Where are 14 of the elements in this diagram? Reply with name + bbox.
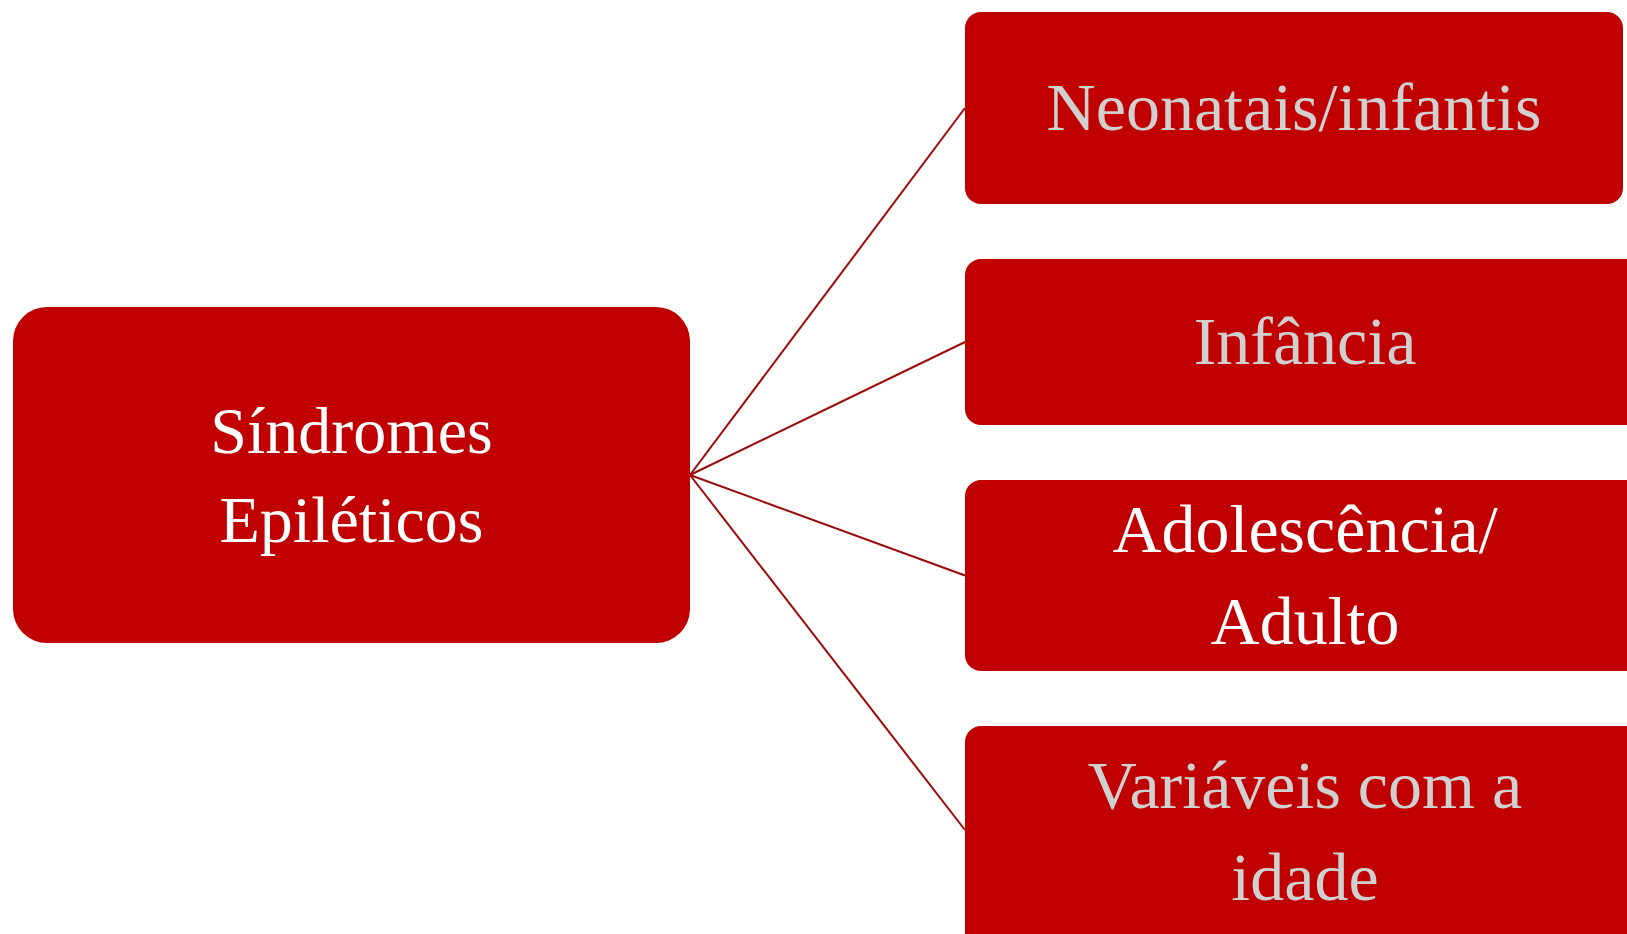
box-text: Variáveis com a idade <box>1086 746 1524 917</box>
box-text: Adolescência/ Adulto <box>1111 489 1499 661</box>
rounded-box <box>13 307 690 643</box>
connector-line <box>689 474 966 831</box>
connector-line <box>689 474 966 577</box>
box-text: Infância <box>1193 302 1417 382</box>
rounded-box <box>965 480 1627 671</box>
rounded-box <box>965 12 1623 204</box>
box-text: Neonatais/infantis <box>1046 68 1542 148</box>
rounded-box <box>965 259 1627 425</box>
connector-line <box>689 341 966 476</box>
connector-line <box>689 107 966 476</box>
rounded-box <box>965 726 1627 934</box>
box-text: Síndromes Epiléticos <box>209 392 494 558</box>
